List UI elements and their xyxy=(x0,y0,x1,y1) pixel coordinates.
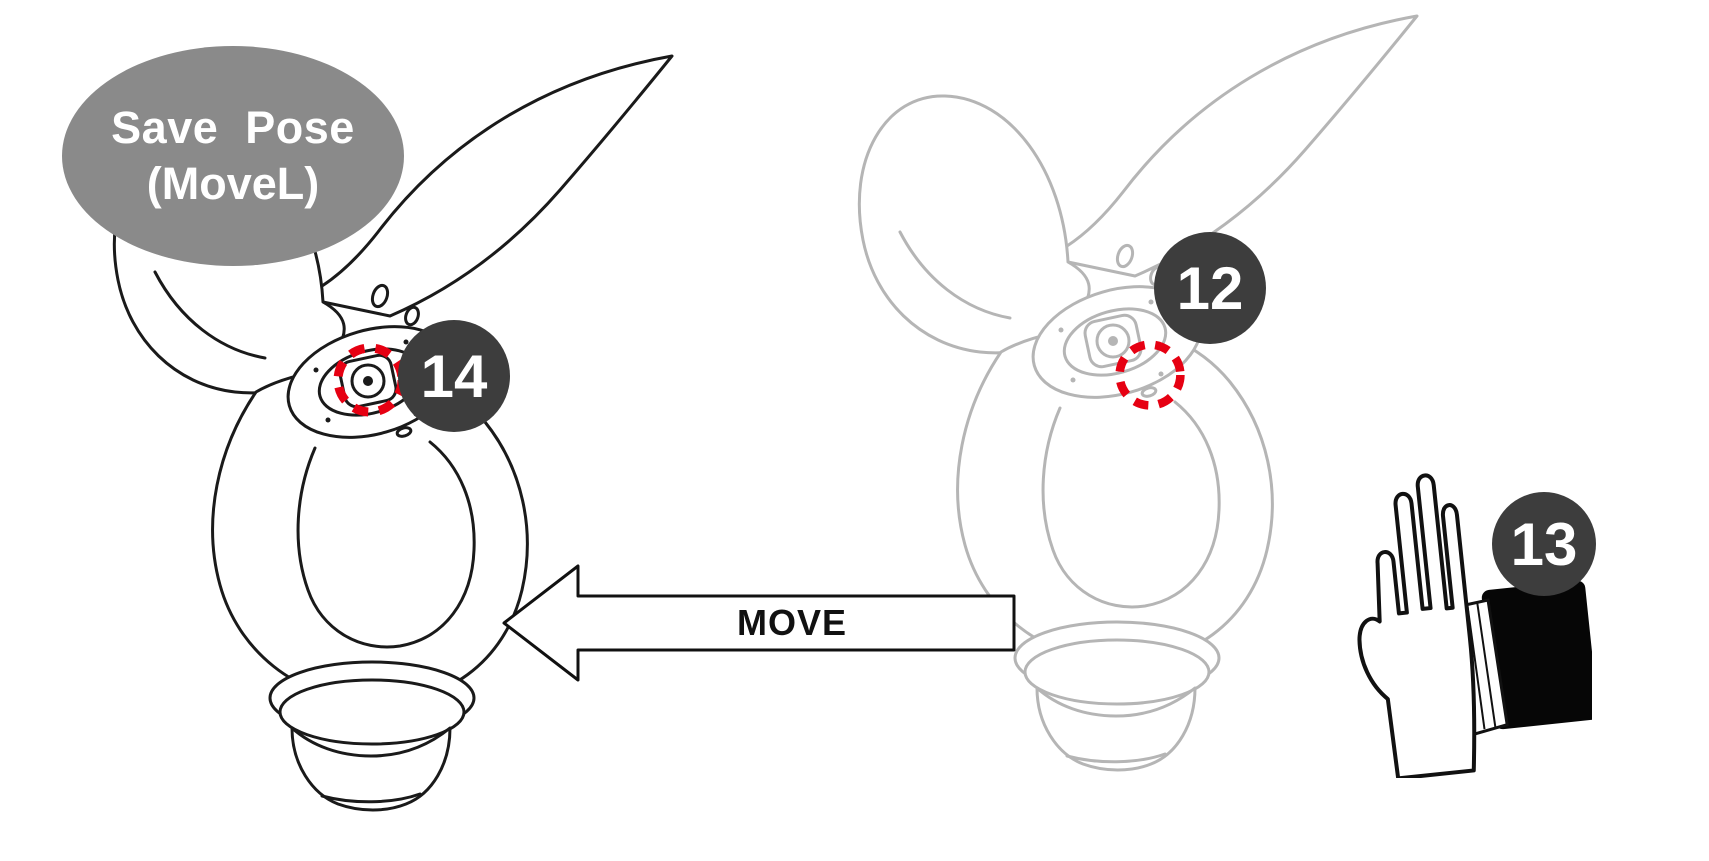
move-arrow-label: MOVE xyxy=(736,602,847,643)
callout-line2: (MoveL) xyxy=(146,158,320,209)
save-pose-callout: Save Pose (MoveL) xyxy=(62,46,404,266)
step-badge-14-label: 14 xyxy=(420,342,488,410)
step-badge-14: 14 xyxy=(398,320,510,432)
move-arrow-icon xyxy=(502,564,1016,682)
callout-line1: Save Pose xyxy=(111,102,355,153)
step-badge-12: 12 xyxy=(1154,232,1266,344)
step-badge-13-label: 13 xyxy=(1510,510,1578,578)
hand-stop-icon xyxy=(1357,473,1592,778)
sleeve xyxy=(1481,580,1592,730)
step-badge-13: 13 xyxy=(1492,492,1596,596)
button-highlight-right-icon xyxy=(1115,340,1185,410)
step-badge-12-label: 12 xyxy=(1176,254,1244,322)
